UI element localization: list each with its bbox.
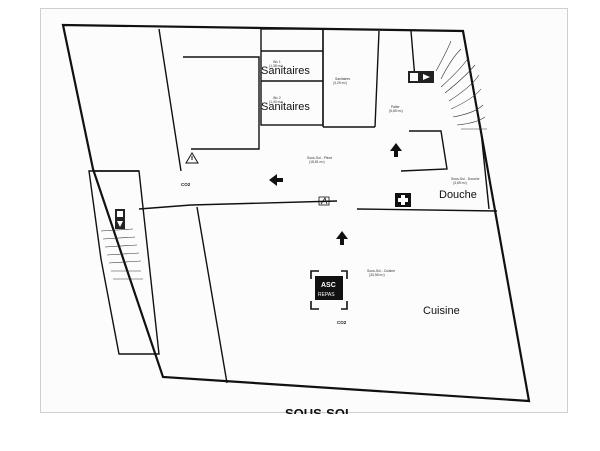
inner-box: [183, 56, 260, 150]
emergency-exit-icon-left: [115, 209, 125, 229]
left-stair: [100, 228, 143, 280]
emergency-exit-icon: [408, 71, 434, 83]
palier-name: Palier: [391, 105, 401, 109]
piece-area: (18,81 m²): [309, 160, 325, 164]
wall-c: [138, 204, 192, 210]
wc1-area: (1,38 m²): [269, 64, 283, 68]
floor-plan-sheet: Wc 1 (1,38 m²) Sanitaires Wc 2 (1,40 m²)…: [40, 8, 568, 414]
douche-label: Douche: [439, 189, 477, 201]
sanitaires-name: Sanitaires: [335, 77, 350, 81]
right-stair: [435, 40, 487, 130]
asc-line1: ASC: [321, 282, 336, 289]
co2-label-2: CO2: [337, 320, 347, 325]
asc-repas-sign: ASC REPAS: [310, 270, 348, 310]
wall-a: [158, 28, 182, 172]
wc2-area: (1,40 m²): [269, 100, 283, 104]
douche-name: Sous-Sol - Douche: [451, 177, 480, 181]
wc1-name: Wc 1: [273, 60, 281, 64]
cuisine-name: Sous-Sol - Cuisine: [367, 269, 395, 273]
cuisine-area: (33,96 m²): [369, 273, 385, 277]
wc1-label: Sanitaires: [261, 65, 310, 77]
asc-line2: REPAS: [318, 292, 335, 298]
electrical-panel-icon: [318, 196, 330, 206]
wall-f: [196, 206, 228, 384]
wall-e: [356, 208, 498, 212]
sanitaires-area: (3,29 m²): [333, 81, 347, 85]
wc2-name: Wc 2: [273, 96, 281, 100]
footer-title: SOUS-SOL: [285, 406, 353, 414]
outer-wall: [61, 23, 531, 403]
palier-area: (5,65 m²): [389, 109, 403, 113]
direction-arrow-icon: [269, 143, 402, 245]
wc2-label: Sanitaires: [261, 101, 310, 113]
cuisine-label: Cuisine: [423, 305, 460, 317]
douche-area: (3,69 m²): [453, 181, 467, 185]
warning-icon: [185, 152, 199, 164]
first-aid-icon: [395, 193, 411, 207]
piece-name: Sous-Sol - Pièce: [307, 156, 332, 160]
floor-plan: Wc 1 (1,38 m²) Sanitaires Wc 2 (1,40 m²)…: [61, 23, 531, 414]
wall-d: [190, 200, 338, 206]
co2-label-1: CO2: [181, 182, 191, 187]
